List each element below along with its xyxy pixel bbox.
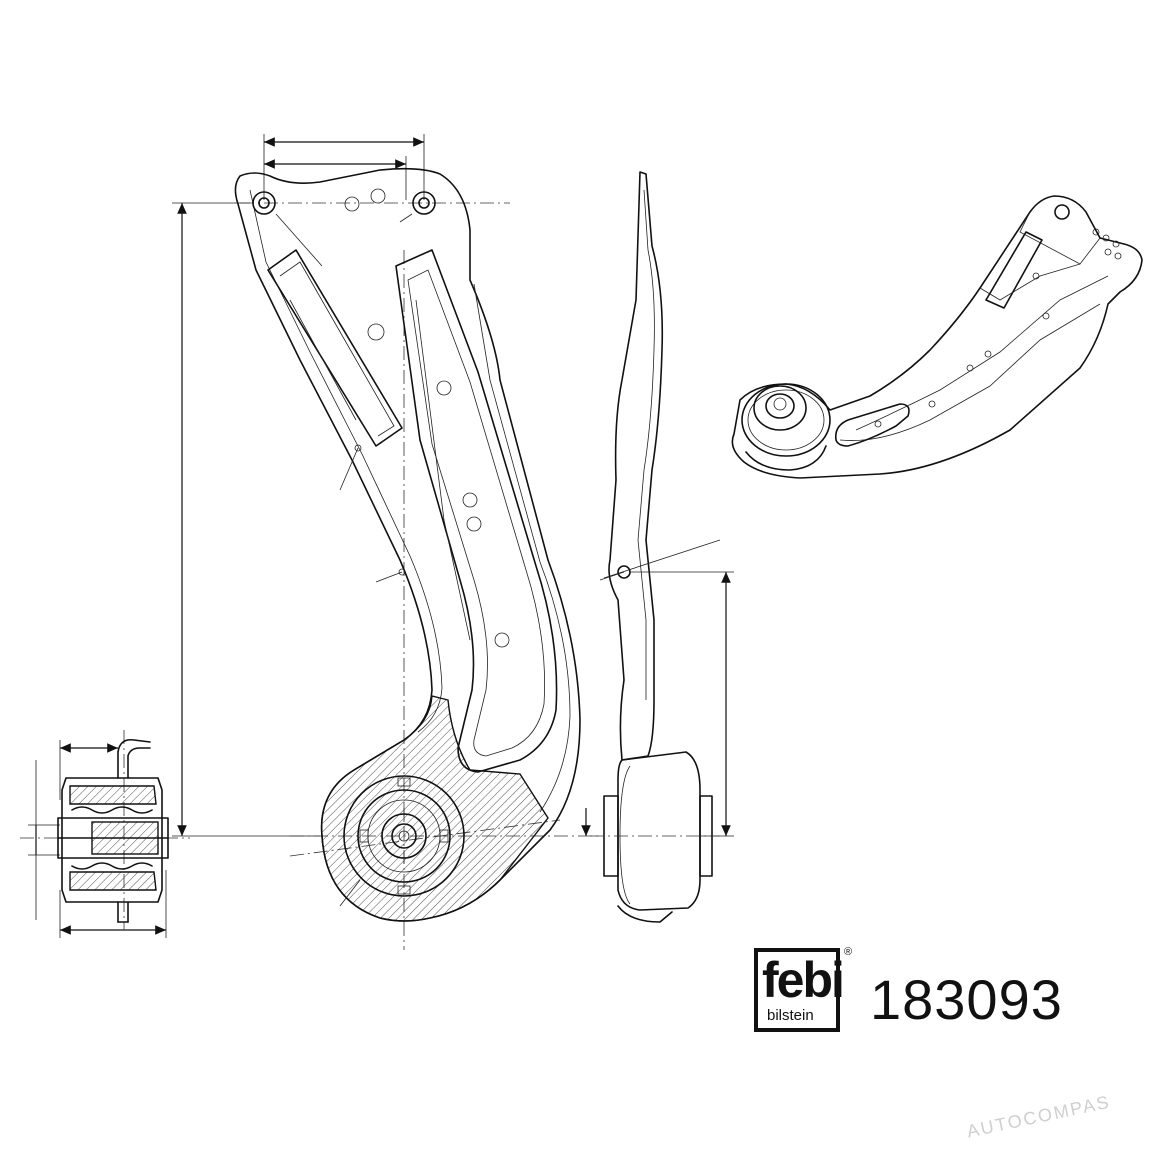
arm-side-view: [581, 171, 734, 923]
part-number: 183093: [870, 968, 1063, 1031]
brand-logo-main: febi: [762, 952, 845, 1008]
brand-logo: febi bilstein: [754, 948, 845, 1032]
arm-front-view: [172, 134, 600, 950]
bushing-section-view: [20, 730, 190, 938]
registered-mark: ®: [844, 946, 853, 958]
arm-isometric-view: [731, 195, 1143, 479]
brand-logo-sub: bilstein: [767, 1007, 814, 1024]
